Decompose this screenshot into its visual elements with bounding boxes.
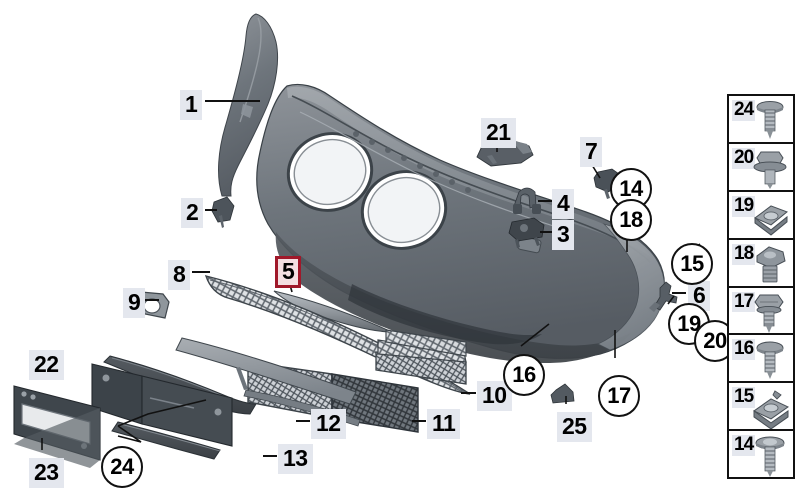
leader-13 bbox=[263, 455, 277, 457]
legend-number-17: 17 bbox=[732, 290, 756, 313]
legend-row-24[interactable]: 24 bbox=[729, 96, 793, 144]
legend-number-15: 15 bbox=[732, 386, 756, 409]
legend-number-20: 20 bbox=[732, 146, 756, 169]
leader-9 bbox=[143, 299, 159, 301]
callout-24[interactable]: 24 bbox=[101, 446, 143, 488]
leader-4 bbox=[538, 200, 552, 202]
callout-13[interactable]: 13 bbox=[278, 444, 313, 474]
legend-row-19[interactable]: 19 bbox=[729, 192, 793, 240]
legend-number-19: 19 bbox=[732, 194, 756, 217]
callout-2[interactable]: 2 bbox=[181, 198, 204, 228]
callout-22[interactable]: 22 bbox=[29, 350, 64, 380]
callout-21[interactable]: 21 bbox=[481, 118, 516, 148]
part-2-clip bbox=[211, 196, 235, 228]
legend-number-16: 16 bbox=[732, 338, 756, 361]
clip-nut-plate-icon bbox=[754, 205, 788, 236]
callout-4[interactable]: 4 bbox=[552, 189, 575, 219]
leader-3 bbox=[540, 231, 552, 233]
callout-1[interactable]: 1 bbox=[180, 90, 203, 120]
part-25-clip bbox=[550, 383, 575, 404]
leader-11 bbox=[412, 420, 426, 422]
pan-head-screw-icon bbox=[756, 100, 784, 139]
leader-6 bbox=[672, 292, 686, 294]
callout-3[interactable]: 3 bbox=[552, 220, 575, 250]
hex-flange-screw-icon bbox=[753, 151, 787, 189]
expanding-rivet-icon bbox=[756, 246, 786, 283]
callout-16[interactable]: 16 bbox=[503, 354, 545, 396]
legend-row-15[interactable]: 15 bbox=[729, 383, 793, 432]
legend-number-18: 18 bbox=[732, 242, 756, 265]
callout-25[interactable]: 25 bbox=[557, 412, 592, 442]
callout-15[interactable]: 15 bbox=[671, 243, 713, 285]
flange-tapping-screw-icon bbox=[755, 436, 785, 477]
square-clip-nut-icon bbox=[753, 390, 789, 430]
callout-11[interactable]: 11 bbox=[427, 409, 461, 439]
callout-12[interactable]: 12 bbox=[311, 409, 346, 439]
part-6-side-bracket bbox=[649, 281, 678, 312]
legend-row-18[interactable]: 18 bbox=[729, 240, 793, 288]
legend-number-24: 24 bbox=[732, 99, 756, 121]
round-head-screw-icon bbox=[756, 341, 784, 380]
part-4-sensor-bracket bbox=[513, 187, 541, 214]
callout-7[interactable]: 7 bbox=[580, 137, 603, 167]
legend-row-20[interactable]: 20 bbox=[729, 144, 793, 192]
leader-2 bbox=[205, 209, 217, 211]
callout-17[interactable]: 17 bbox=[598, 375, 640, 417]
callout-10[interactable]: 10 bbox=[477, 381, 512, 411]
part-1-bumper-cover-upper bbox=[218, 13, 279, 197]
grille-strip-upper-right bbox=[385, 329, 467, 357]
part-23-plate-holder bbox=[13, 385, 101, 468]
legend-number-14: 14 bbox=[732, 434, 756, 457]
leader-12 bbox=[296, 420, 310, 422]
callout-8[interactable]: 8 bbox=[168, 260, 191, 290]
legend-row-17[interactable]: 17 bbox=[729, 288, 793, 336]
leader-1 bbox=[205, 100, 260, 102]
fastener-legend-panel: 24 20 19 bbox=[727, 94, 795, 479]
part-9-grille-endcap bbox=[137, 291, 170, 319]
callout-18[interactable]: 18 bbox=[610, 199, 652, 241]
callout-9[interactable]: 9 bbox=[123, 288, 146, 318]
leader-10 bbox=[461, 392, 476, 394]
main-bumper-cover bbox=[256, 83, 665, 364]
leader-8 bbox=[192, 271, 210, 273]
legend-row-14[interactable]: 14 bbox=[729, 431, 793, 477]
callout-23[interactable]: 23 bbox=[29, 458, 64, 488]
hex-head-bolt-icon bbox=[754, 293, 784, 333]
callout-5-highlighted[interactable]: 5 bbox=[275, 256, 302, 288]
part-3-sensor-holder bbox=[508, 217, 545, 248]
part-22-plate-bracket bbox=[91, 363, 233, 447]
legend-row-16[interactable]: 16 bbox=[729, 335, 793, 384]
